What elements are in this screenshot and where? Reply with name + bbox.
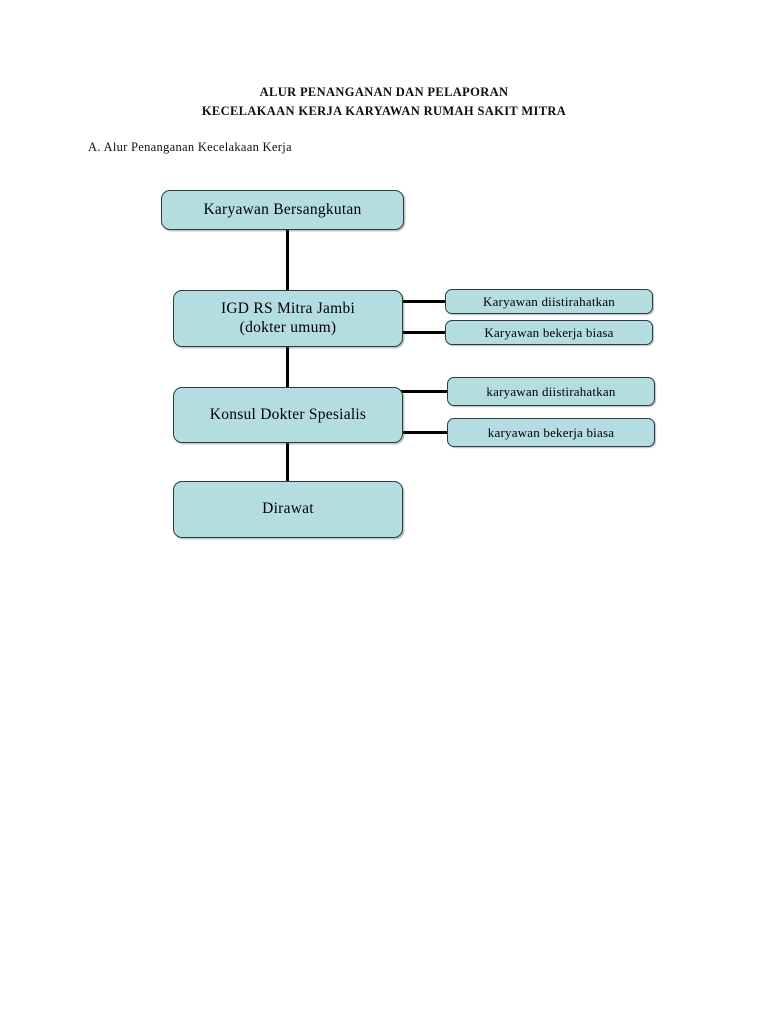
- flow-node-igd-outcome-bekerja[interactable]: Karyawan bekerja biasa: [445, 320, 653, 345]
- document-title-line-1: ALUR PENANGANAN DAN PELAPORAN: [259, 85, 509, 99]
- flow-node-dirawat[interactable]: Dirawat: [173, 481, 403, 538]
- flow-node-spesialis-outcome-istirahat[interactable]: karyawan diistirahatkan: [447, 377, 655, 406]
- connector-konsul-to-dirawat: [286, 441, 289, 483]
- connector-igd-to-bekerja: [400, 331, 448, 334]
- flow-node-igd-outcome-istirahat[interactable]: Karyawan diistirahatkan: [445, 289, 653, 314]
- connector-igd-to-konsul: [286, 345, 289, 389]
- flow-node-label: Karyawan diistirahatkan: [482, 293, 616, 309]
- flow-node-karyawan-bersangkutan[interactable]: Karyawan Bersangkutan: [161, 190, 404, 230]
- section-heading: A. Alur Penanganan Kecelakaan Kerja: [88, 140, 292, 154]
- flow-node-label: Karyawan Bersangkutan: [203, 200, 362, 218]
- connector-igd-to-istirahat: [400, 300, 448, 303]
- flow-node-label: karyawan diistirahatkan: [486, 383, 616, 399]
- flow-node-label: Konsul Dokter Spesialis: [209, 405, 367, 423]
- document-title-line-2: KECELAKAAN KERJA KARYAWAN RUMAH SAKIT MI…: [201, 104, 567, 118]
- flow-node-konsul-dokter-spesialis[interactable]: Konsul Dokter Spesialis: [173, 387, 403, 443]
- flow-node-sublabel: (dokter umum): [239, 318, 337, 336]
- flow-node-spesialis-outcome-bekerja[interactable]: karyawan bekerja biasa: [447, 418, 655, 447]
- flow-node-label: karyawan bekerja biasa: [487, 424, 615, 440]
- flow-node-label: Karyawan bekerja biasa: [484, 324, 614, 340]
- flow-node-label: IGD RS Mitra Jambi: [220, 300, 356, 318]
- connector-konsul-to-istirahat: [400, 390, 448, 393]
- connector-konsul-to-bekerja: [400, 431, 448, 434]
- flow-node-igd-rs-mitra-jambi[interactable]: IGD RS Mitra Jambi (dokter umum): [173, 290, 403, 347]
- flow-node-label: Dirawat: [262, 500, 314, 518]
- connector-karyawan-to-igd: [286, 228, 289, 292]
